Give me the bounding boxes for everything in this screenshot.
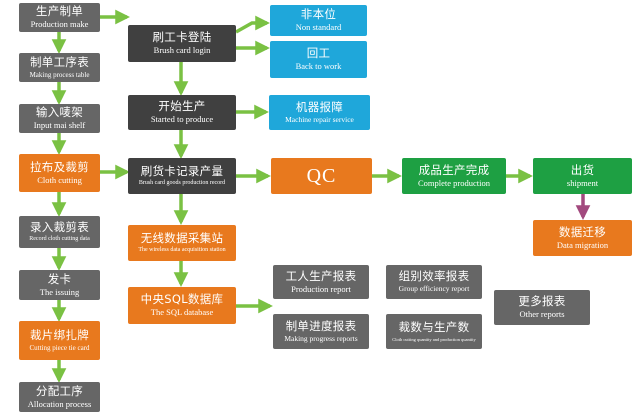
node-other-reports: 更多报表 Other reports bbox=[494, 290, 590, 325]
node-label-en: Brush card login bbox=[153, 45, 211, 56]
node-label-en: Making progress reports bbox=[284, 333, 358, 343]
node-label-en: Cloth cutting quantity and production qu… bbox=[392, 336, 476, 342]
node-label-zh: 拉布及裁剪 bbox=[30, 159, 89, 174]
node-label-en: Allocation process bbox=[27, 398, 92, 409]
node-allocation-process: 分配工序 Allocation process bbox=[19, 382, 100, 412]
node-label-en: Cloth cutting bbox=[37, 174, 82, 185]
node-label-zh: 制单进度报表 bbox=[285, 318, 357, 333]
node-label-en: The wireless data acquisition station bbox=[138, 247, 226, 254]
node-label-en: Started to produce bbox=[150, 114, 214, 125]
node-label-zh: 组别效率报表 bbox=[398, 269, 470, 284]
node-label-en: Input mai shelf bbox=[33, 120, 86, 131]
node-label-en: Non standard bbox=[295, 22, 342, 33]
node-non-standard: 非本位 Non standard bbox=[270, 5, 367, 36]
node-label-zh: 制单工序表 bbox=[30, 54, 89, 69]
node-back-to-work: 回工 Back to work bbox=[270, 41, 367, 78]
node-input-mai-shelf: 输入唛架 Input mai shelf bbox=[19, 104, 100, 133]
node-group-efficiency-report: 组别效率报表 Group efficiency report bbox=[386, 265, 482, 299]
node-label-en: Record cloth cutting data bbox=[29, 236, 90, 243]
node-label-en: Cutting piece tie card bbox=[29, 344, 90, 353]
node-label-zh: 无线数据采集站 bbox=[140, 230, 224, 245]
node-brush-card-login: 刷工卡登陆 Brush card login bbox=[128, 25, 236, 62]
node-label-zh: 工人生产报表 bbox=[285, 268, 357, 283]
node-cloth-cutting: 拉布及裁剪 Cloth cutting bbox=[19, 154, 100, 192]
node-label-zh: 成品生产完成 bbox=[418, 162, 490, 177]
node-cutting-quantity: 裁数与生产数 Cloth cutting quantity and produc… bbox=[386, 314, 482, 349]
node-started-to-produce: 开始生产 Started to produce bbox=[128, 95, 236, 130]
node-label-en: Back to work bbox=[295, 61, 342, 72]
node-label-en: The SQL database bbox=[150, 307, 214, 318]
node-label-zh: 开始生产 bbox=[158, 99, 206, 113]
node-machine-repair: 机器报障 Machine repair service bbox=[269, 95, 370, 130]
node-label-zh: 刷工卡登陆 bbox=[152, 30, 212, 44]
node-complete-production: 成品生产完成 Complete production bbox=[402, 158, 506, 194]
node-brush-card-record: 刷货卡记录产量 Brush card goods production reco… bbox=[128, 158, 236, 194]
node-qc: QC bbox=[271, 158, 372, 194]
node-making-process-table: 制单工序表 Making process table bbox=[19, 53, 100, 82]
node-label-zh: 分配工序 bbox=[35, 383, 84, 398]
node-label-en: Brush card goods production record bbox=[138, 180, 226, 187]
node-label-qc: QC bbox=[306, 164, 337, 187]
node-label-en: Group efficiency report bbox=[398, 284, 470, 294]
node-cutting-tie-card: 裁片绑扎牌 Cutting piece tie card bbox=[19, 321, 100, 360]
node-sql-database: 中央SQL数据库 The SQL database bbox=[128, 287, 236, 324]
node-making-progress-reports: 制单进度报表 Making progress reports bbox=[273, 314, 369, 349]
node-label-zh: 非本位 bbox=[300, 7, 337, 21]
node-label-zh: 更多报表 bbox=[518, 294, 566, 308]
node-label-zh: 机器报障 bbox=[295, 99, 344, 114]
node-shipment: 出货 shipment bbox=[533, 158, 632, 194]
node-label-zh: 生产制单 bbox=[35, 4, 84, 18]
node-label-en: Production report bbox=[291, 283, 351, 294]
node-label-zh: 裁数与生产数 bbox=[398, 320, 470, 335]
node-data-migration: 数据迁移 Data migration bbox=[533, 220, 632, 256]
node-the-issuing: 发卡 The issuing bbox=[19, 270, 100, 300]
node-label-en: Machine repair service bbox=[285, 114, 354, 124]
node-wireless-station: 无线数据采集站 The wireless data acquisition st… bbox=[128, 225, 236, 261]
node-label-zh: 回工 bbox=[306, 46, 331, 60]
node-label-zh: 数据迁移 bbox=[558, 224, 607, 239]
node-label-zh: 录入裁剪表 bbox=[30, 219, 89, 234]
node-label-en: Making process table bbox=[29, 71, 90, 80]
node-label-zh: 裁片绑扎牌 bbox=[30, 327, 89, 342]
node-label-en: shipment bbox=[566, 177, 599, 188]
node-label-en: Complete production bbox=[417, 177, 490, 188]
node-label-zh: 发卡 bbox=[47, 271, 72, 286]
node-production-report: 工人生产报表 Production report bbox=[273, 265, 369, 299]
node-label-en: Other reports bbox=[519, 309, 565, 320]
node-production-make: 生产制单 Production make bbox=[19, 3, 100, 32]
node-label-en: Data migration bbox=[556, 239, 609, 250]
node-label-en: The issuing bbox=[39, 286, 80, 297]
node-label-zh: 中央SQL数据库 bbox=[140, 292, 224, 306]
node-record-cutting: 录入裁剪表 Record cloth cutting data bbox=[19, 216, 100, 248]
node-label-zh: 出货 bbox=[570, 162, 595, 177]
node-label-en: Production make bbox=[30, 19, 89, 30]
node-label-zh: 输入唛架 bbox=[35, 105, 84, 119]
arrow-login-to-nonstandard bbox=[235, 15, 270, 34]
node-label-zh: 刷货卡记录产量 bbox=[140, 163, 224, 178]
